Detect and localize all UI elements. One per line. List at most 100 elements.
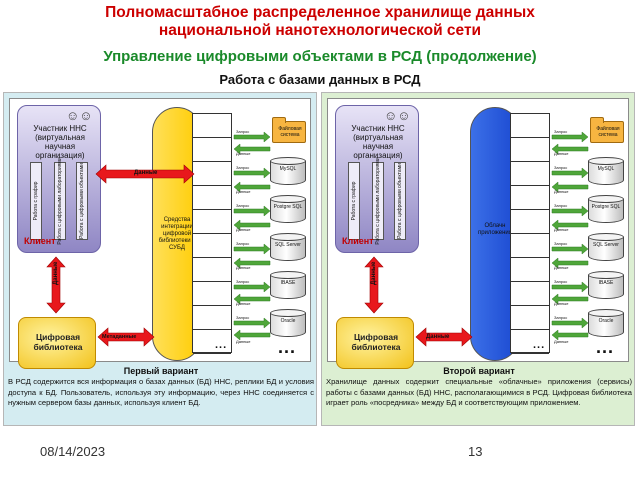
database-sqlserver: SQL Server: [270, 233, 306, 261]
title-line-2: национальной нанотехнологической сети: [158, 22, 482, 39]
databases-ellipsis: ...: [596, 337, 615, 357]
database-oracle: Oracle: [270, 309, 306, 337]
request-label: Запрос: [554, 241, 568, 246]
file-system-folder: Файловая система: [590, 117, 624, 143]
conn-arrow: [233, 167, 271, 179]
file-system-folder: Файловая система: [272, 117, 306, 143]
cloud-applications-label: Облачн приложения: [477, 223, 513, 236]
request-label: Запрос: [236, 203, 250, 208]
data-label: Данные: [554, 151, 569, 156]
request-label: Запрос: [554, 165, 568, 170]
caption-heading: Первый вариант: [123, 366, 199, 376]
data-arrow-label: Данные: [134, 170, 158, 176]
data-label: Данные: [554, 301, 569, 306]
database-oracle: Oracle: [588, 309, 624, 337]
arrows-layer: [364, 131, 589, 347]
data-label: Данные: [236, 339, 251, 344]
request-label: Запрос: [236, 279, 250, 284]
digital-library: Цифровая библиотека: [336, 317, 414, 369]
conn-arrow: [551, 293, 589, 305]
digital-library: Цифровая библиотека: [18, 317, 96, 369]
vertical-data-arrow: [364, 256, 384, 314]
connector-stack: [192, 113, 232, 354]
client-title: Участник ННС (виртуальная научная органи…: [33, 124, 87, 160]
data-arrow: [95, 164, 195, 184]
conn-arrow: [551, 243, 589, 255]
data-label: Данные: [554, 227, 569, 232]
conn-arrow: [233, 281, 271, 293]
conn-arrow: [233, 293, 271, 305]
service-box: Работа с графир: [348, 162, 360, 240]
client-label: Клиент: [342, 236, 374, 246]
client-box: ☺☺ Участник ННС (виртуальная научная орг…: [335, 105, 419, 253]
request-label: Запрос: [554, 129, 568, 134]
conn-arrow: [233, 205, 271, 217]
service-box: Работа с графир: [30, 162, 42, 240]
client-title: Участник ННС (виртуальная научная органи…: [351, 124, 405, 160]
caption-heading: Второй вариант: [443, 366, 515, 376]
variant-two-diagram: ☺☺ Участник ННС (виртуальная научная орг…: [327, 98, 629, 369]
conn-arrow: [551, 181, 589, 193]
request-label: Запрос: [554, 279, 568, 284]
data-label: Данные: [236, 301, 251, 306]
data-label: Данные: [236, 189, 251, 194]
library-arrow-label: Данные: [426, 334, 450, 340]
conn-arrow: [551, 317, 589, 329]
vertical-arrow-label: Данные: [53, 261, 59, 285]
conn-arrow: [551, 167, 589, 179]
data-label: Данные: [554, 339, 569, 344]
conn-arrow: [233, 243, 271, 255]
database-sqlserver: SQL Server: [588, 233, 624, 261]
vertical-arrow-label: Данные: [371, 261, 377, 285]
variant-one-diagram: ☺☺ Участник ННС (виртуальная научная орг…: [9, 98, 311, 369]
stack-ellipsis: ...: [215, 339, 228, 351]
service-box: Работа с цифровыми лабораториями: [54, 157, 66, 245]
database-mysql: MySQL: [588, 157, 624, 185]
conn-arrow: [233, 329, 271, 341]
data-label: Данные: [236, 151, 251, 156]
conn-arrow: [551, 281, 589, 293]
data-label: Данные: [554, 265, 569, 270]
conn-arrow: [551, 131, 589, 143]
databases-ellipsis: ...: [278, 337, 297, 357]
conn-arrow: [551, 143, 589, 155]
request-label: Запрос: [554, 315, 568, 320]
conn-arrow: [551, 329, 589, 341]
client-box: ☺☺ Участник ННС (виртуальная научная орг…: [17, 105, 101, 253]
title-line-1: Полномасштабное распределенное хранилище…: [105, 4, 535, 21]
connector-stack: [510, 113, 550, 354]
conn-arrow: [551, 257, 589, 269]
conn-arrow: [233, 317, 271, 329]
vertical-data-arrow: [46, 256, 66, 314]
data-arrow: [415, 327, 473, 347]
page-number: 13: [468, 444, 483, 459]
conn-arrow: [233, 143, 271, 155]
request-label: Запрос: [236, 129, 250, 134]
middleware-label: Средства интеграции цифровой библиотеки …: [158, 217, 196, 251]
stack-ellipsis: ...: [533, 339, 546, 351]
footer-date: 08/14/2023: [40, 444, 106, 459]
database-postgresql: Postgre SQL: [270, 195, 306, 223]
service-box: Работа с цифровыми объектами: [394, 162, 406, 240]
request-label: Запрос: [236, 315, 250, 320]
subtitle: Управление цифровыми объектами в РСД (пр…: [103, 48, 537, 65]
request-label: Запрос: [236, 241, 250, 246]
request-label: Запрос: [236, 165, 250, 170]
data-label: Данные: [236, 265, 251, 270]
service-box: Работа с цифровыми лабораториями: [372, 157, 384, 245]
service-box: Работа с цифровыми объектами: [76, 162, 88, 240]
database-postgresql: Postgre SQL: [588, 195, 624, 223]
conn-arrow: [233, 131, 271, 143]
conn-arrow: [233, 219, 271, 231]
database-ibase: IBASE: [270, 271, 306, 299]
variant-two-panel: ☺☺ Участник ННС (виртуальная научная орг…: [321, 92, 635, 426]
data-label: Данные: [554, 189, 569, 194]
heading: Работа с базами данных в РСД: [219, 72, 421, 87]
caption-text: В РСД содержится вся информация о базах …: [8, 377, 314, 408]
database-ibase: IBASE: [588, 271, 624, 299]
client-label: Клиент: [24, 236, 56, 246]
metadata-arrow: [97, 327, 155, 347]
metadata-arrow-label: Метаданные: [102, 334, 137, 340]
variant-one-panel: ☺☺ Участник ННС (виртуальная научная орг…: [3, 92, 317, 426]
conn-arrow: [233, 257, 271, 269]
